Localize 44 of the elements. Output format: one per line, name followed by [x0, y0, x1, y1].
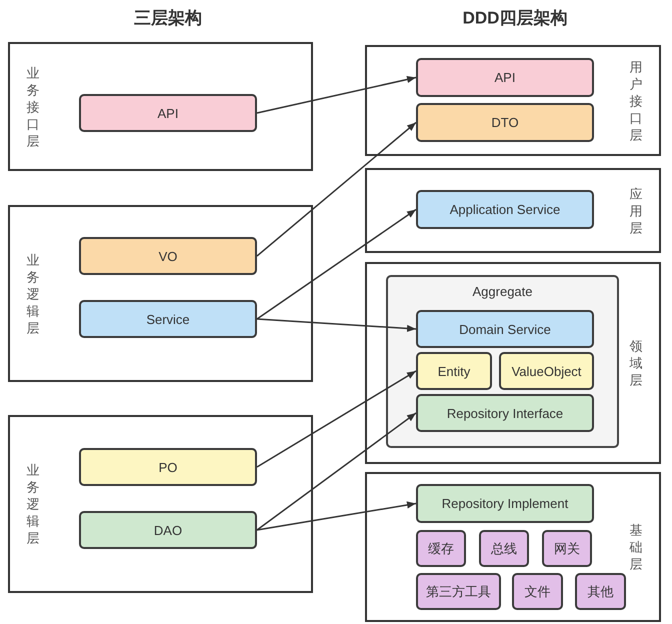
layer-panel — [365, 472, 661, 622]
component-box: DTO — [416, 103, 594, 142]
layer-panel — [8, 415, 313, 593]
component-box: 总线 — [479, 530, 529, 567]
aggregate-panel — [386, 275, 619, 448]
component-box: VO — [79, 237, 257, 275]
arrow — [256, 501, 416, 531]
arrow — [256, 412, 416, 531]
component-box: API — [416, 58, 594, 97]
component-box: 其他 — [575, 573, 626, 610]
layer-label: 用户接口层 — [629, 58, 643, 143]
panel-heading: Aggregate — [472, 284, 534, 299]
component-box: Service — [79, 300, 257, 338]
column-title: DDD四层架构 — [462, 8, 568, 30]
component-box: PO — [79, 448, 257, 486]
component-box: Repository Implement — [416, 484, 594, 523]
layer-label: 基础层 — [629, 522, 643, 572]
layer-label: 领域层 — [629, 338, 643, 388]
column-title: 三层架构 — [134, 8, 202, 30]
component-box: ValueObject — [499, 352, 594, 390]
arrow — [256, 76, 416, 114]
component-box: Entity — [416, 352, 492, 390]
component-box: 缓存 — [416, 530, 466, 567]
layer-panel — [365, 262, 661, 464]
layer-label: 业务逻辑层 — [26, 462, 40, 546]
layer-label: 业务接口层 — [26, 64, 40, 149]
layer-label: 应用层 — [629, 185, 643, 236]
component-box: DAO — [79, 511, 257, 549]
component-box: 网关 — [542, 530, 592, 567]
arrow — [256, 208, 416, 320]
component-box: 第三方工具 — [416, 573, 501, 610]
layer-panel — [365, 45, 661, 156]
arrow — [256, 370, 416, 468]
layer-panel — [8, 42, 313, 171]
component-box: Domain Service — [416, 310, 594, 348]
arrow — [256, 318, 416, 332]
component-box: 文件 — [512, 573, 563, 610]
arrow — [256, 122, 416, 257]
component-box: Repository Interface — [416, 394, 594, 432]
layer-panel — [8, 205, 313, 382]
component-box: API — [79, 94, 257, 132]
component-box: Application Service — [416, 190, 594, 229]
layer-panel — [365, 168, 661, 253]
layer-label: 业务逻辑层 — [26, 251, 40, 336]
